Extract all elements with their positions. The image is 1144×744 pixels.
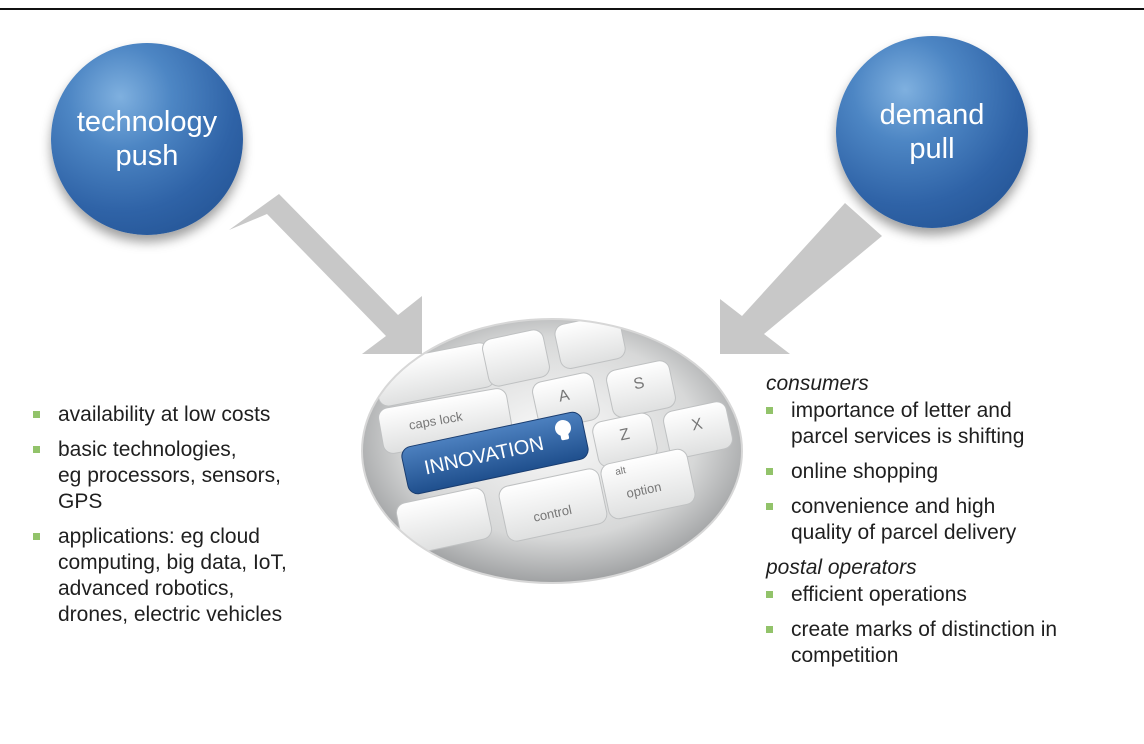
innovation-key	[401, 411, 589, 495]
list-item-line: applications: eg cloud	[58, 525, 260, 548]
keyboard-key-top-middle	[482, 329, 550, 387]
list-item-line: parcel services is shifting	[791, 425, 1025, 448]
list-item-line: importance of letter and	[791, 399, 1012, 422]
list-item-line: competition	[791, 644, 899, 667]
s-key	[606, 360, 676, 418]
list-item-line: availability at low costs	[58, 403, 271, 426]
right-arrow	[720, 203, 882, 354]
list-item-line: online shopping	[791, 460, 939, 483]
consumers-heading: consumers	[766, 372, 869, 395]
list-item: efficient operations	[766, 582, 1138, 608]
list-item-line: GPS	[58, 490, 103, 513]
list-item-line: efficient operations	[791, 583, 967, 606]
demand-pull-line-2: pull	[909, 133, 955, 165]
a-key-label: A	[557, 387, 571, 406]
postal-operators-list: efficient operations create marks of dis…	[766, 582, 1138, 669]
list-item: create marks of distinction in competiti…	[766, 617, 1138, 669]
consumers-list: importance of letter and parcel services…	[766, 398, 1138, 546]
list-item-line: basic technologies,	[58, 438, 237, 461]
technology-push-list: availability at low costs basic technolo…	[33, 402, 363, 637]
demand-pull-line-1: demand	[879, 99, 985, 131]
list-item: convenience and high quality of parcel d…	[766, 494, 1138, 546]
list-item: applications: eg cloud computing, big da…	[33, 524, 363, 628]
s-key-label: S	[632, 375, 646, 394]
option-key	[600, 448, 696, 520]
list-item-line: eg processors, sensors,	[58, 464, 281, 487]
list-item-line: quality of parcel delivery	[791, 521, 1017, 544]
innovation-keyboard-svg: caps lock A S Z X control option alt INN…	[361, 318, 743, 584]
innovation-keyboard-image: caps lock A S Z X control option alt INN…	[357, 316, 747, 586]
list-item: online shopping	[766, 459, 1138, 485]
technology-push-circle: technology push	[51, 43, 243, 235]
option-key-label: option	[625, 479, 663, 501]
top-rule	[0, 8, 1144, 10]
control-key	[498, 468, 608, 542]
keyboard-oval-border	[361, 318, 743, 584]
list-item: basic technologies, eg processors, senso…	[33, 437, 363, 515]
x-key-label: X	[690, 416, 704, 435]
z-key-label: Z	[618, 426, 631, 445]
x-key	[663, 401, 733, 459]
postal-operators-heading: postal operators	[766, 556, 917, 579]
list-item: importance of letter and parcel services…	[766, 398, 1138, 450]
alt-key-label: alt	[614, 465, 627, 478]
list-item: availability at low costs	[33, 402, 363, 428]
technology-push-line-2: push	[115, 140, 179, 172]
list-item-line: drones, electric vehicles	[58, 603, 283, 626]
left-arrow	[229, 194, 422, 354]
list-item-line: create marks of distinction in	[791, 618, 1058, 641]
list-item-line: advanced robotics,	[58, 577, 235, 600]
demand-pull-details: consumers importance of letter and parce…	[766, 371, 1138, 678]
lightbulb-icon	[555, 420, 571, 441]
list-item-line: computing, big data, IoT,	[58, 551, 287, 574]
list-item-line: convenience and high	[791, 495, 996, 518]
technology-push-line-1: technology	[76, 106, 218, 138]
demand-pull-circle: demand pull	[836, 36, 1028, 228]
